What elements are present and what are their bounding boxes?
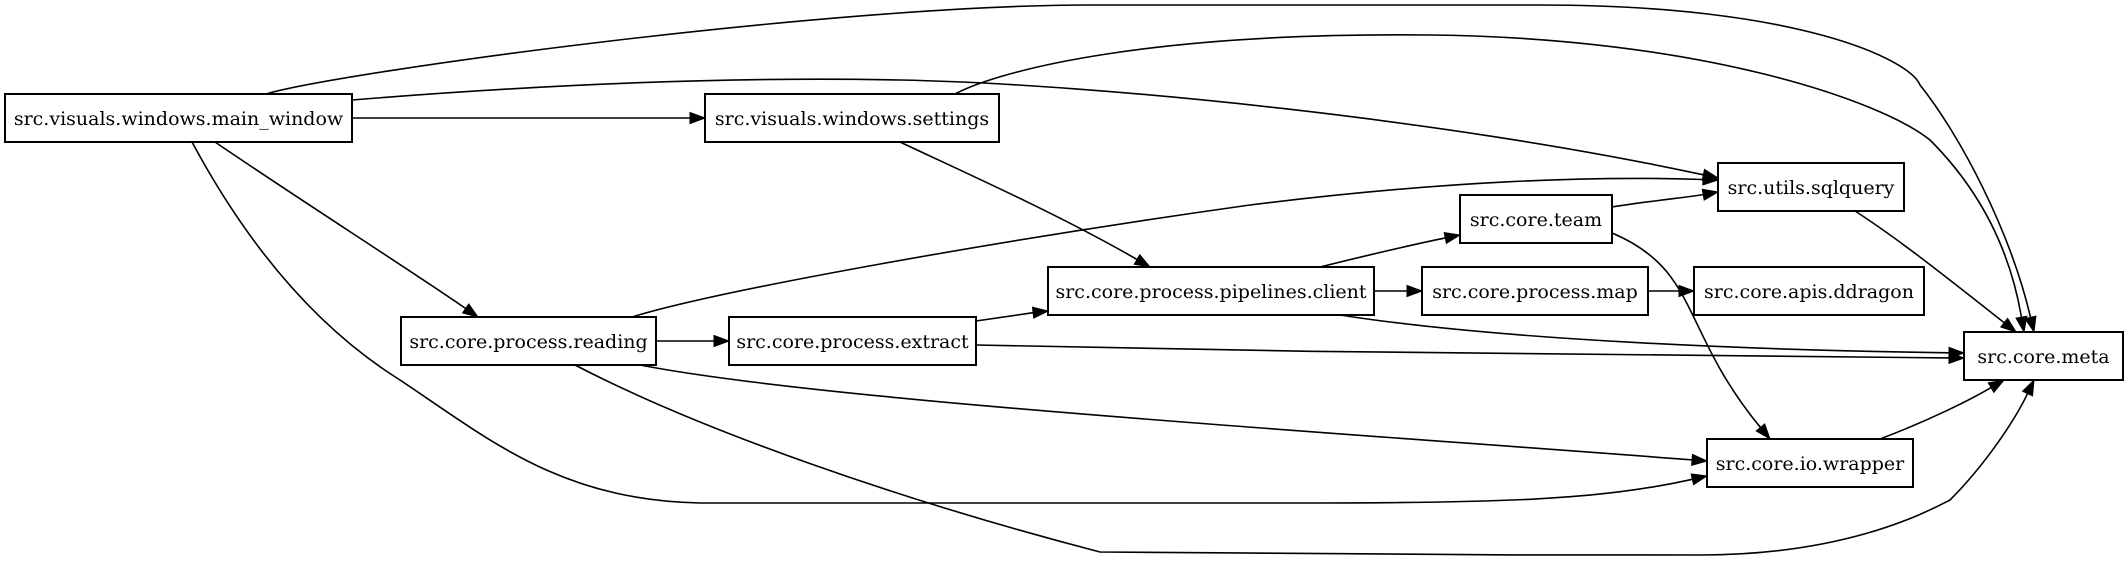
edge-line bbox=[1319, 237, 1446, 268]
edge-pipelines-client-to-meta bbox=[1339, 314, 1966, 359]
arrowhead bbox=[1948, 346, 1966, 359]
node-reading[interactable]: src.core.process.reading bbox=[400, 316, 657, 366]
node-box bbox=[1717, 162, 1905, 212]
node-pipelines-client[interactable]: src.core.process.pipelines.client bbox=[1047, 266, 1375, 316]
edge-reading-to-meta bbox=[574, 364, 2035, 556]
arrowhead bbox=[1133, 253, 1152, 268]
node-box bbox=[1963, 331, 2124, 381]
edge-reading-to-io-wrapper bbox=[639, 364, 1709, 467]
edge-team-to-sqlquery bbox=[1611, 188, 1720, 208]
edge-extract-to-pipelines-client bbox=[975, 306, 1050, 322]
edges-layer bbox=[191, 4, 2037, 556]
node-label: src.visuals.windows.main_window bbox=[14, 108, 344, 130]
arrowhead bbox=[1755, 423, 1771, 441]
arrowhead bbox=[2021, 378, 2035, 397]
edge-main-window-to-reading bbox=[214, 141, 480, 318]
node-process-map[interactable]: src.core.process.map bbox=[1421, 266, 1649, 316]
edge-settings-to-pipelines-client bbox=[899, 141, 1152, 268]
edge-pipelines-client-to-team bbox=[1319, 231, 1462, 268]
edge-line bbox=[954, 34, 2023, 318]
edge-process-map-to-ddragon bbox=[1648, 284, 1696, 298]
node-box bbox=[1459, 194, 1613, 244]
edge-extract-to-meta bbox=[975, 344, 1966, 365]
edge-line bbox=[639, 364, 1693, 461]
edge-settings-to-meta bbox=[954, 34, 2028, 334]
nodes-layer: src.visuals.windows.main_window src.visua… bbox=[4, 93, 2124, 488]
node-box bbox=[1047, 266, 1375, 316]
arrowhead bbox=[1701, 188, 1720, 201]
node-label: src.core.process.extract bbox=[736, 331, 969, 353]
arrowhead bbox=[1987, 379, 2006, 394]
node-ddragon[interactable]: src.core.apis.ddragon bbox=[1693, 266, 1925, 316]
node-extract[interactable]: src.core.process.extract bbox=[728, 316, 977, 366]
node-box bbox=[1421, 266, 1649, 316]
edge-reading-to-sqlquery bbox=[631, 173, 1720, 318]
node-team[interactable]: src.core.team bbox=[1459, 194, 1613, 244]
edge-line bbox=[1611, 232, 1762, 428]
node-box bbox=[4, 93, 353, 143]
edge-line bbox=[1854, 210, 2005, 324]
arrowhead bbox=[1443, 231, 1462, 245]
node-label: src.core.io.wrapper bbox=[1716, 453, 1905, 475]
arrowhead bbox=[461, 303, 480, 318]
edge-io-wrapper-to-meta bbox=[1879, 379, 2006, 440]
arrowhead bbox=[713, 334, 731, 348]
node-box bbox=[1693, 266, 1925, 316]
node-label: src.core.meta bbox=[1977, 346, 2109, 368]
edge-line bbox=[975, 311, 1034, 322]
edge-main-window-to-meta bbox=[265, 4, 2037, 334]
arrowhead bbox=[2024, 315, 2037, 334]
edge-main-window-to-sqlquery bbox=[351, 78, 1720, 181]
edge-team-to-io-wrapper bbox=[1611, 232, 1771, 441]
arrowhead bbox=[1406, 284, 1424, 298]
node-box bbox=[1706, 438, 1914, 488]
node-label: src.core.team bbox=[1470, 209, 1602, 231]
arrowhead bbox=[2015, 315, 2028, 334]
node-label: src.core.process.pipelines.client bbox=[1055, 281, 1366, 303]
edge-main-window-to-settings bbox=[352, 111, 707, 125]
arrowhead bbox=[1690, 473, 1709, 486]
node-settings[interactable]: src.visuals.windows.settings bbox=[704, 93, 1000, 143]
node-label: src.core.process.reading bbox=[409, 331, 647, 353]
node-label: src.utils.sqlquery bbox=[1728, 177, 1895, 199]
edge-line bbox=[191, 141, 1693, 504]
arrowhead bbox=[1691, 453, 1709, 467]
edge-line bbox=[574, 364, 2029, 556]
node-box bbox=[728, 316, 977, 366]
node-sqlquery[interactable]: src.utils.sqlquery bbox=[1717, 162, 1905, 212]
arrowhead bbox=[1031, 306, 1050, 319]
arrowhead bbox=[689, 111, 707, 125]
node-meta[interactable]: src.core.meta bbox=[1963, 331, 2124, 381]
edge-line bbox=[1611, 193, 1704, 208]
edge-main-window-to-io-wrapper bbox=[191, 141, 1709, 504]
edge-line bbox=[214, 141, 467, 310]
edge-line bbox=[975, 344, 1950, 359]
edge-reading-to-extract bbox=[656, 334, 731, 348]
edge-line bbox=[351, 78, 1704, 176]
node-label: src.visuals.windows.settings bbox=[715, 108, 989, 130]
arrowhead bbox=[1999, 317, 2018, 333]
edge-pipelines-client-to-process-map bbox=[1374, 284, 1424, 298]
edge-sqlquery-to-meta bbox=[1854, 210, 2018, 333]
node-label: src.core.apis.ddragon bbox=[1704, 281, 1914, 303]
edge-line bbox=[1879, 386, 1992, 440]
node-box bbox=[704, 93, 1000, 143]
node-label: src.core.process.map bbox=[1432, 281, 1638, 303]
edge-line bbox=[265, 4, 2032, 318]
edge-line bbox=[631, 177, 1704, 318]
edge-line bbox=[899, 141, 1138, 261]
node-box bbox=[400, 316, 657, 366]
edge-line bbox=[1339, 314, 1950, 354]
arrowhead bbox=[1678, 284, 1696, 298]
node-main-window[interactable]: src.visuals.windows.main_window bbox=[4, 93, 353, 143]
arrowhead bbox=[1702, 173, 1720, 186]
node-io-wrapper[interactable]: src.core.io.wrapper bbox=[1706, 438, 1914, 488]
